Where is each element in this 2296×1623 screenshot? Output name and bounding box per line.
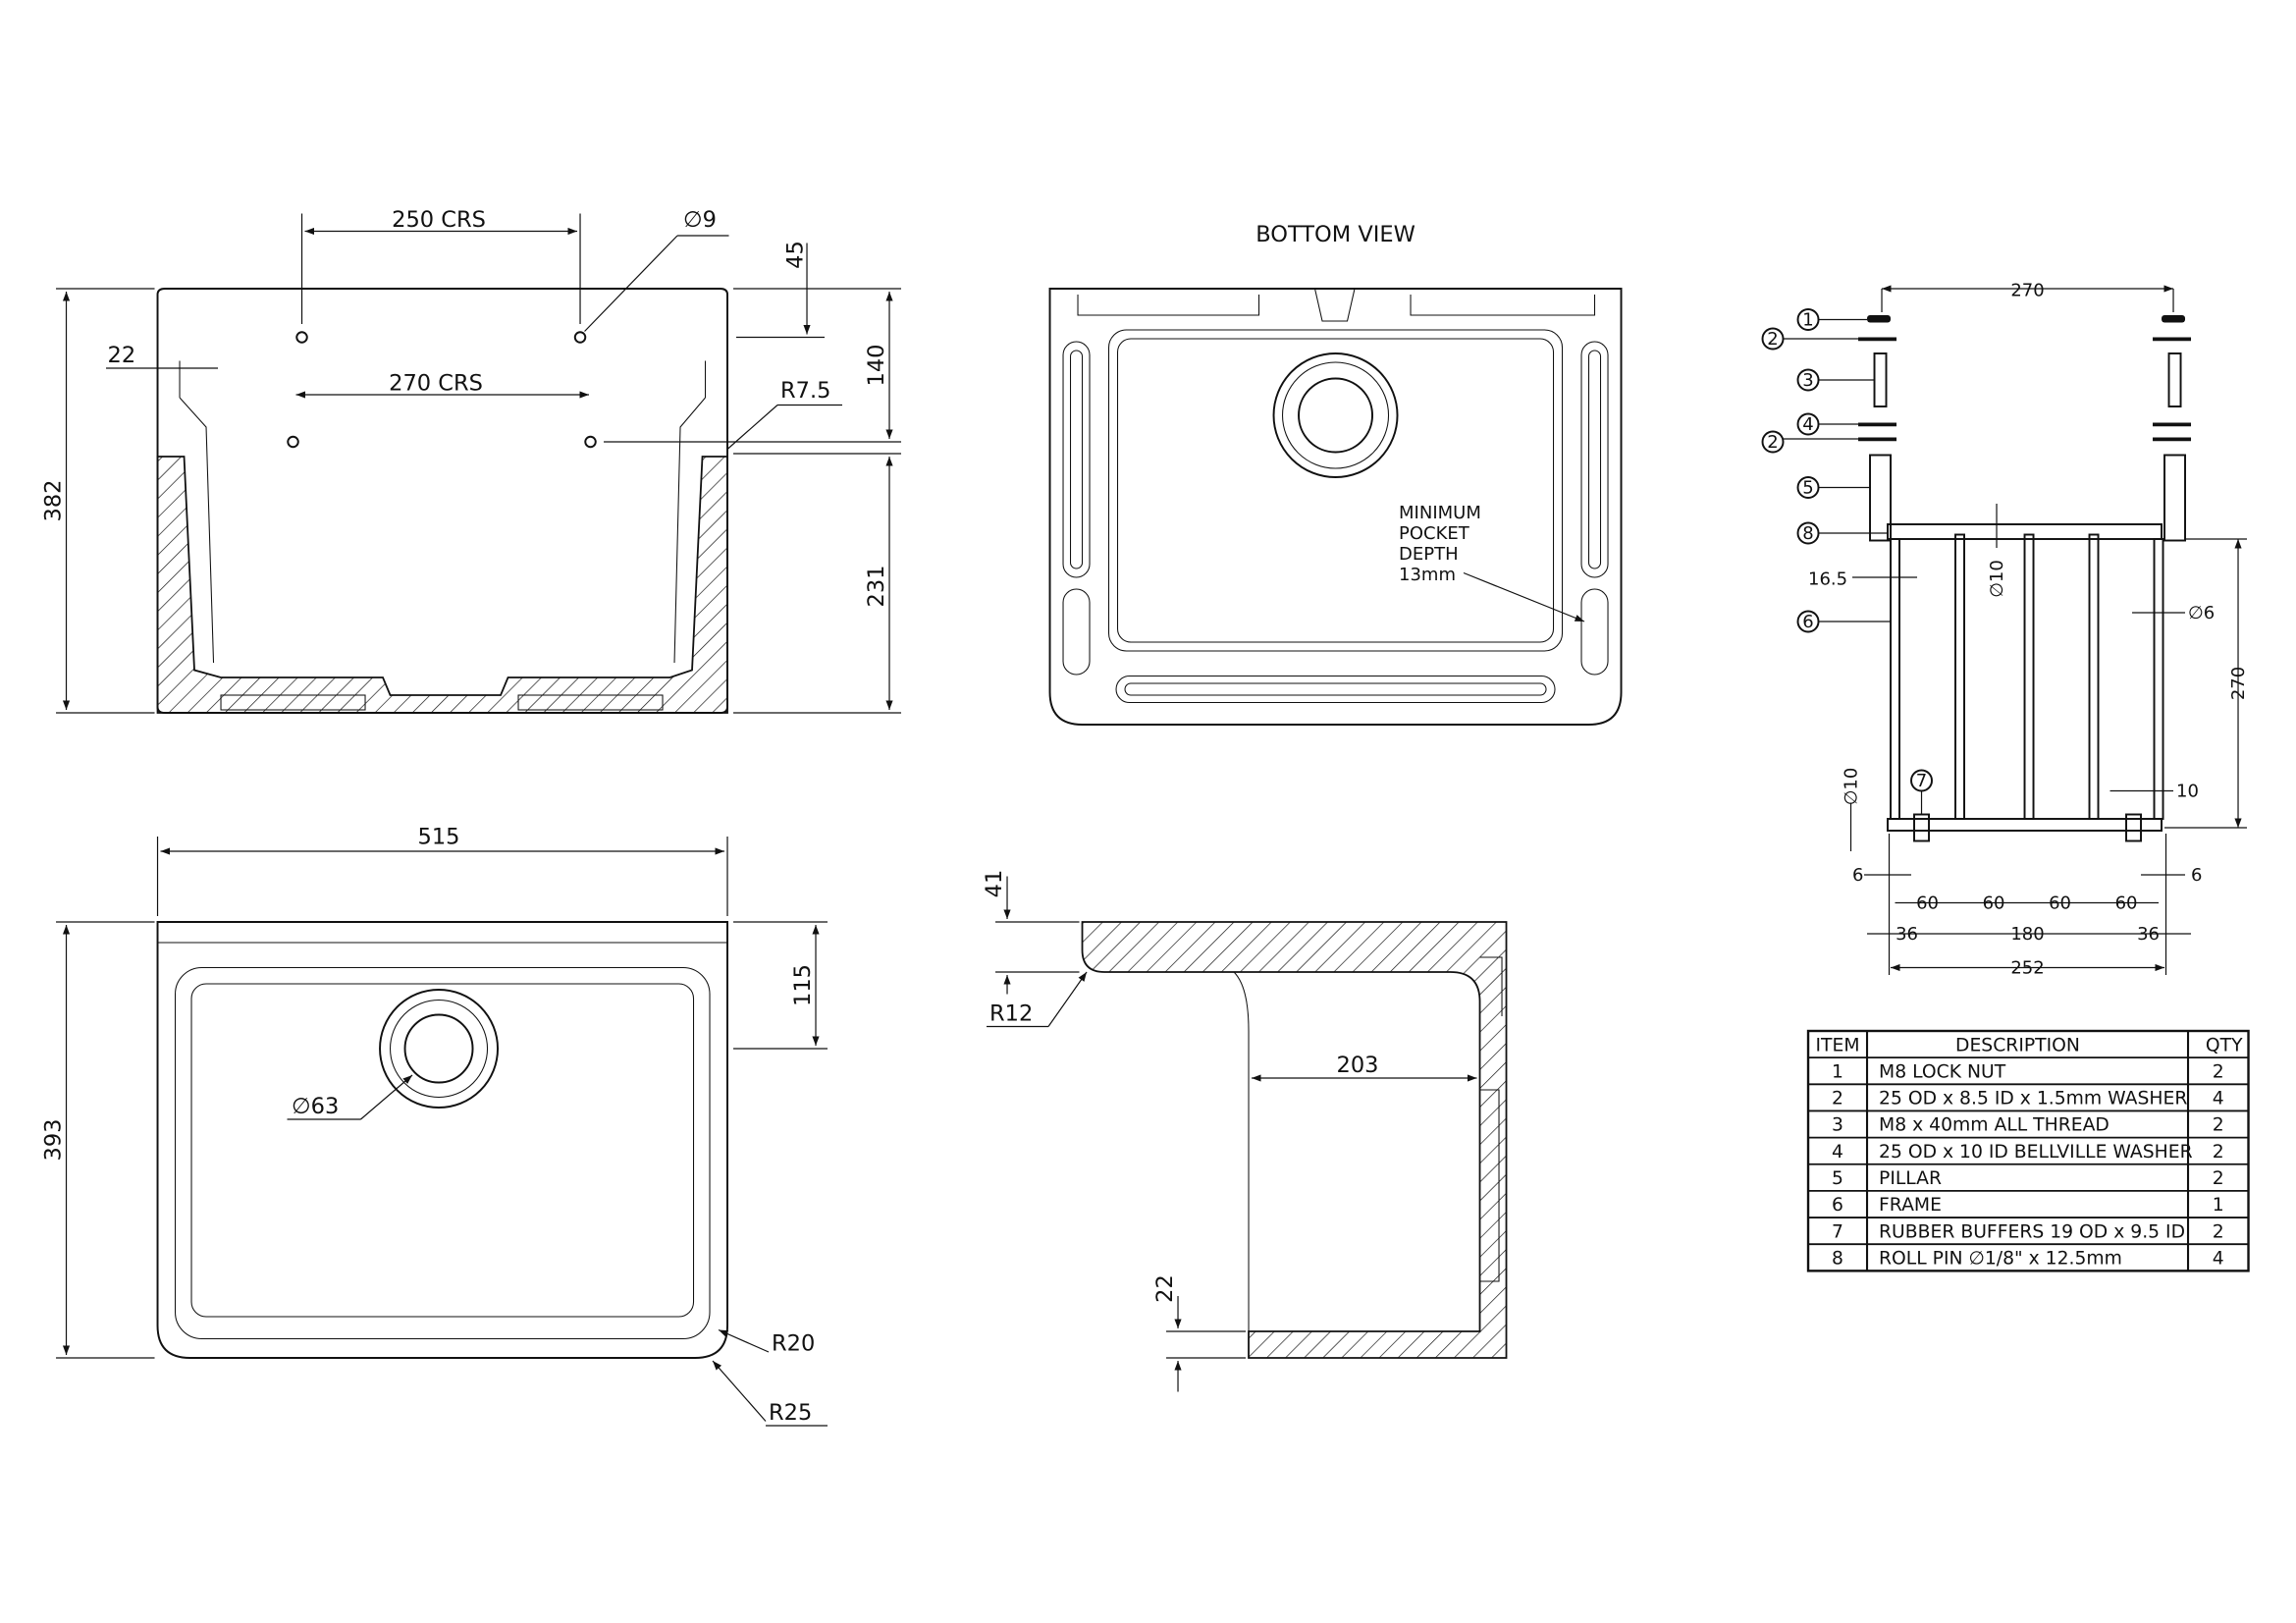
bom-qty: 2 — [2213, 1061, 2224, 1082]
dim-center-180: 180 — [2010, 924, 2044, 945]
balloon-2a: 2 — [1767, 329, 1778, 350]
dim-inner-radius: R20 — [772, 1331, 815, 1357]
dim-back-ledge: 115 — [790, 964, 816, 1006]
bom-qty: 2 — [2213, 1115, 2224, 1136]
dim-overall-252: 252 — [2010, 958, 2044, 979]
bom-item: 5 — [1832, 1168, 1843, 1189]
balloon-8: 8 — [1802, 523, 1813, 544]
balloons: 1 2 3 4 2 5 8 6 7 — [1761, 308, 1933, 815]
frame-assembly-view: 270 1 2 3 4 2 5 8 6 7 — [1761, 281, 2249, 979]
bom-description: M8 LOCK NUT — [1879, 1061, 2006, 1082]
bom-item: 6 — [1832, 1195, 1843, 1216]
side-section-view: 203 41 R12 22 — [982, 870, 1508, 1392]
dim-left-36: 36 — [1896, 924, 1918, 945]
balloon-4: 4 — [1802, 414, 1813, 435]
bom-header-qty: QTY — [2206, 1035, 2243, 1055]
bom-description: 25 OD x 10 ID BELLVILLE WASHER — [1879, 1142, 2193, 1163]
pocket-note-line-2: POCKET — [1399, 523, 1470, 544]
bom-item: 2 — [1832, 1089, 1843, 1109]
dim-top-span: 270 — [2010, 281, 2044, 301]
balloon-5: 5 — [1802, 478, 1813, 499]
dim-rim: 22 — [108, 343, 136, 368]
dim-outer-radius: R25 — [769, 1400, 812, 1426]
dim-frame-height: 270 — [2228, 667, 2249, 700]
balloon-7: 7 — [1916, 771, 1927, 791]
bom-item: 8 — [1832, 1248, 1843, 1269]
bom-description: PILLAR — [1879, 1168, 1942, 1189]
dim-inner-203: 203 — [1337, 1053, 1379, 1078]
dim-top-offset: 45 — [783, 241, 809, 269]
bom-qty: 2 — [2213, 1221, 2224, 1242]
dim-pillar-offset: 16.5 — [1808, 569, 1847, 590]
bom-qty: 2 — [2213, 1142, 2224, 1163]
dim-hole-dia: ∅9 — [683, 207, 717, 233]
bom-header-description: DESCRIPTION — [1955, 1035, 2080, 1055]
dim-270-crs: 270 CRS — [389, 371, 483, 397]
dim-left-edge: 6 — [1852, 865, 1863, 886]
bom-qty: 4 — [2213, 1089, 2224, 1109]
bom-item: 7 — [1832, 1221, 1843, 1242]
bom-description: M8 x 40mm ALL THREAD — [1879, 1115, 2109, 1136]
dim-spacing-2: 60 — [1983, 893, 2005, 914]
dim-spacing-3: 60 — [2049, 893, 2071, 914]
bottom-view-title: BOTTOM VIEW — [1255, 222, 1415, 247]
bom-item: 1 — [1832, 1061, 1843, 1082]
bom-header-item: ITEM — [1816, 1035, 1860, 1055]
dim-waste-dia: ∅63 — [292, 1094, 339, 1119]
bom-description: FRAME — [1879, 1195, 1942, 1216]
dim-depth-393: 393 — [41, 1119, 67, 1162]
dim-width-515: 515 — [418, 825, 460, 850]
dim-right-edge: 6 — [2191, 865, 2202, 886]
balloon-2b: 2 — [1767, 432, 1778, 453]
dim-right-36: 36 — [2137, 924, 2160, 945]
dim-lower-height: 231 — [864, 566, 889, 608]
bom-description: ROLL PIN ∅1/8" x 12.5mm — [1879, 1248, 2122, 1269]
bom-description: 25 OD x 8.5 ID x 1.5mm WASHER — [1879, 1089, 2187, 1109]
bom-qty: 4 — [2213, 1248, 2224, 1269]
dim-base-22: 22 — [1152, 1274, 1178, 1303]
bill-of-materials-table: ITEM DESCRIPTION QTY 1 M8 LOCK NUT 2 2 25 OD x … — [1806, 1029, 2250, 1272]
dim-radius-12: R12 — [989, 1001, 1033, 1027]
dim-upper-height: 140 — [864, 345, 889, 387]
dim-rod-dia: ∅6 — [2188, 603, 2215, 623]
pocket-note-line-4: 13mm — [1399, 565, 1456, 585]
dim-buffer-width: 10 — [2176, 782, 2199, 802]
bom-description: RUBBER BUFFERS 19 OD x 9.5 ID — [1879, 1221, 2185, 1242]
dim-bar-dia-top: ∅10 — [1987, 560, 2007, 598]
balloon-6: 6 — [1802, 612, 1813, 632]
bom-item: 3 — [1832, 1115, 1843, 1136]
bom-item: 4 — [1832, 1142, 1843, 1163]
dim-bar-dia-bottom: ∅10 — [1842, 768, 1862, 806]
bom-qty: 2 — [2213, 1168, 2224, 1189]
dim-spacing-1: 60 — [1916, 893, 1939, 914]
pocket-note-line-3: DEPTH — [1399, 544, 1459, 565]
plan-view: 515 393 115 ∅63 R20 R25 — [41, 825, 828, 1427]
pocket-note-line-1: MINIMUM — [1399, 503, 1481, 523]
dim-spacing-4: 60 — [2115, 893, 2138, 914]
balloon-3: 3 — [1802, 370, 1813, 391]
bom-qty: 1 — [2213, 1195, 2224, 1216]
balloon-1: 1 — [1802, 310, 1813, 331]
dim-radius-7-5: R7.5 — [780, 378, 830, 404]
dim-height-382: 382 — [41, 480, 67, 522]
bottom-view: BOTTOM VIEW MINIMUM POCKET DEPTH 13mm — [1048, 222, 1623, 726]
dim-top-41: 41 — [982, 870, 1007, 898]
dim-250-crs: 250 CRS — [392, 207, 486, 233]
front-section-view: 250 CRS ∅9 270 CRS 22 382 45 140 231 R7.… — [41, 207, 902, 714]
